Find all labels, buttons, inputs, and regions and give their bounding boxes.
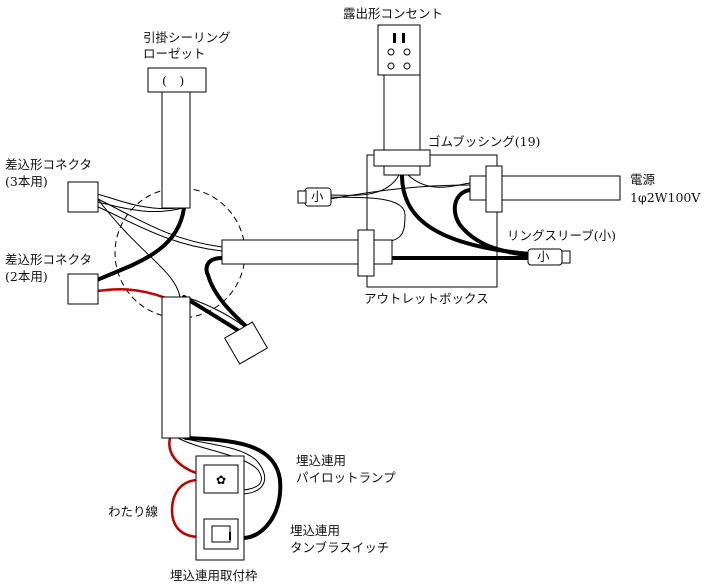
wire-red-to-lamp xyxy=(168,436,202,476)
label-connector2-1: 差込形コネクタ xyxy=(5,252,92,267)
wire-white-power xyxy=(329,184,471,200)
label-outlet-box: アウトレットボックス xyxy=(364,291,489,306)
outlet-box xyxy=(366,154,498,288)
label-jumper-wire: わたり線 xyxy=(108,504,159,519)
label-mounting-frame: 埋込連用取付枠 xyxy=(170,568,258,583)
label-ring-sleeve: リングスリーブ(小) xyxy=(507,228,616,243)
label-pilot-lamp-1: 埋込連用 xyxy=(296,453,346,468)
pilot-lamp xyxy=(203,464,239,494)
cable-to-switch xyxy=(161,296,191,439)
label-exposed-outlet: 露出形コンセント xyxy=(343,6,443,21)
label-ring-sleeve-mark: 小 xyxy=(311,189,324,204)
label-pilot-lamp-2: パイロットランプ xyxy=(296,470,396,485)
label-switch-2: タンブラスイッチ xyxy=(290,540,389,555)
push-in-connector-2b xyxy=(223,321,269,365)
bushing-left xyxy=(357,229,375,277)
label-rubber-bushing: ゴムブッシング(19) xyxy=(428,134,540,149)
wire-white-rosette xyxy=(95,193,179,210)
bushing-right xyxy=(485,165,503,213)
label-rosette-symbol: ( ) xyxy=(162,73,184,88)
wire-red-switch xyxy=(95,287,168,300)
label-connector2-2: (2本用) xyxy=(5,269,48,284)
wire-black-center xyxy=(204,256,252,332)
label-ring-sleeve-mark-right: 小 xyxy=(537,249,550,264)
label-connector3-1: 差込形コネクタ xyxy=(5,157,92,172)
lamp-icon: ✿ xyxy=(216,473,226,487)
wire-black-switch xyxy=(184,436,283,540)
push-in-connector-3 xyxy=(67,181,99,213)
push-in-connector-2 xyxy=(67,273,99,305)
wire-black-rosette xyxy=(95,206,186,282)
jumper-wire xyxy=(170,478,202,539)
cable-to-rosette xyxy=(161,89,191,209)
label-power-1: 電源 xyxy=(630,172,656,187)
label-power-2: 1φ2W100V xyxy=(630,190,701,205)
exposed-outlet xyxy=(377,24,421,76)
bushing-top xyxy=(373,149,431,167)
ceiling-rosette xyxy=(147,67,207,93)
label-rosette-1: 引掛シーリング xyxy=(143,30,231,45)
wire-black-power xyxy=(452,188,532,258)
label-switch-1: 埋込連用 xyxy=(290,523,340,538)
wire-white-center xyxy=(95,197,223,248)
label-connector3-2: (3本用) xyxy=(5,174,48,189)
label-rosette-2: ローゼット xyxy=(143,46,206,61)
